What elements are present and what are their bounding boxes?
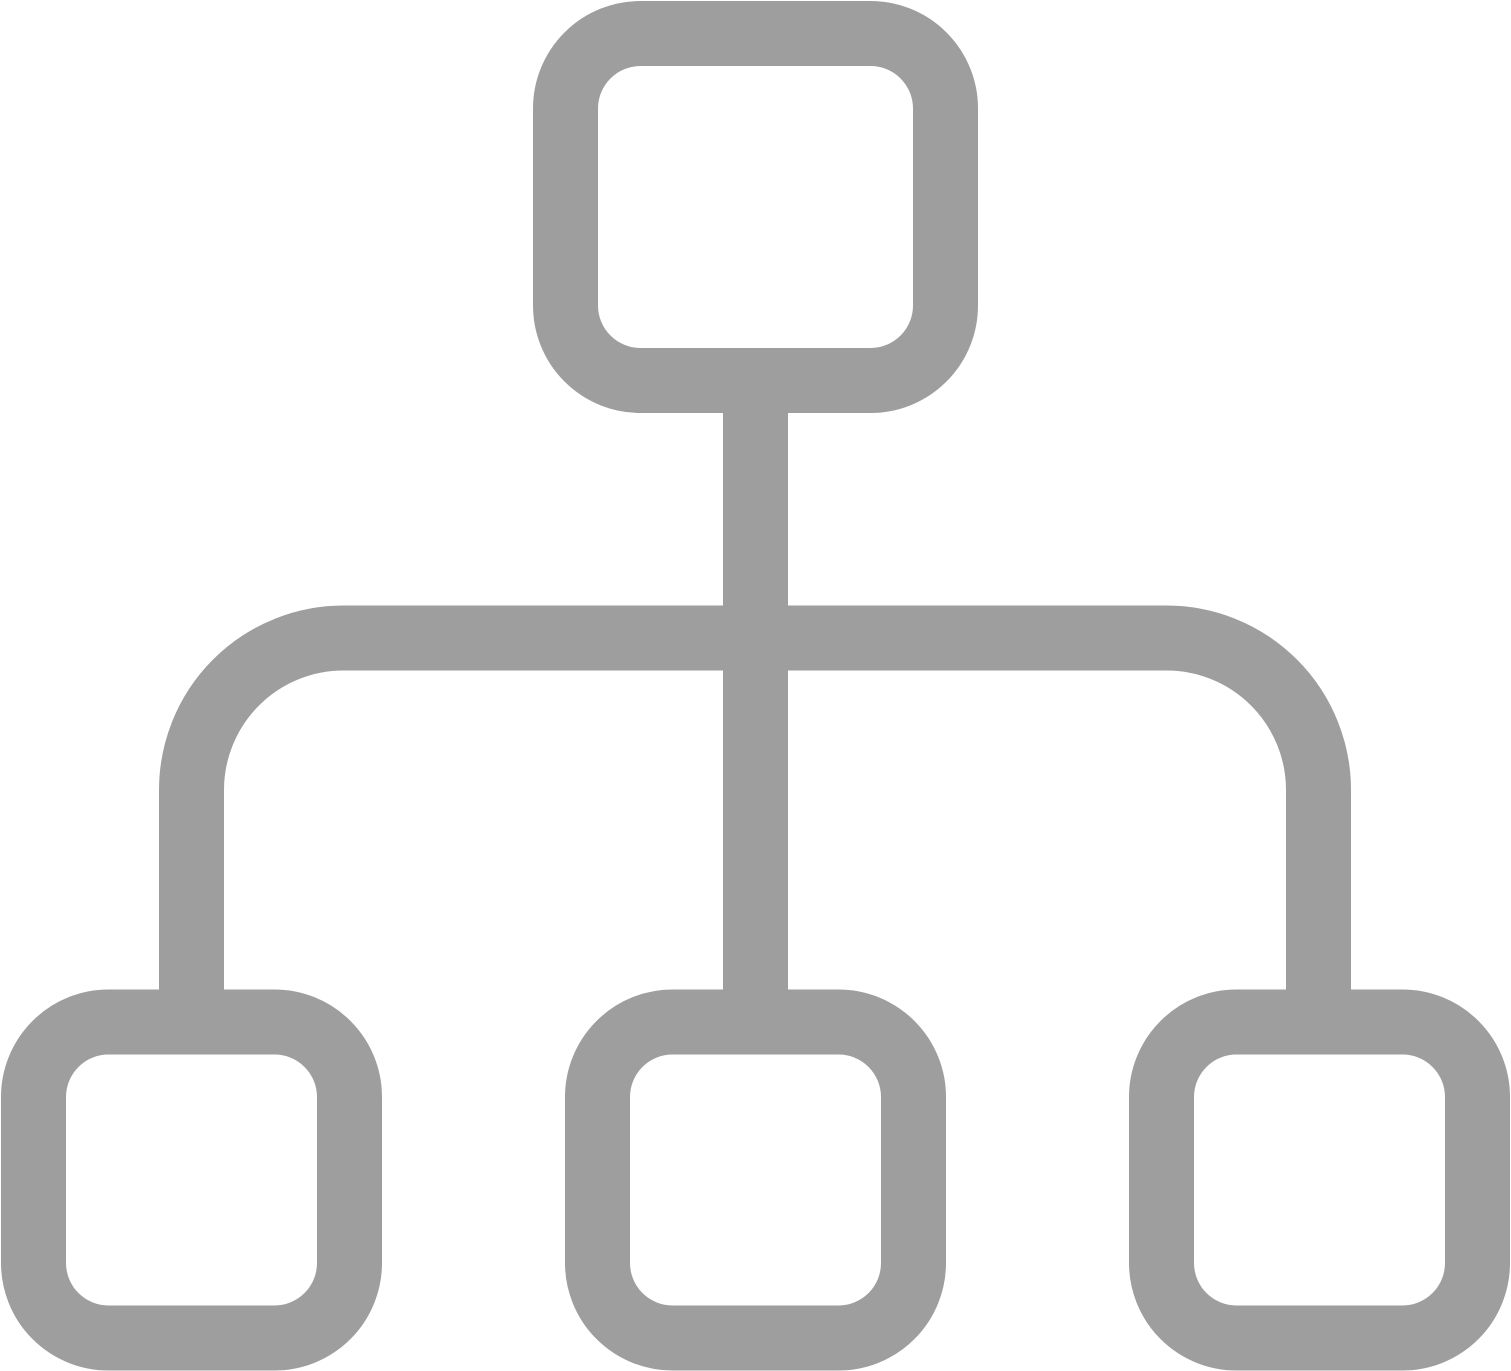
root-node [533,1,978,413]
branch-connector [159,605,1351,1022]
child-node-center [565,989,946,1371]
child-node-right [1129,989,1510,1371]
child-node-left [1,989,382,1371]
